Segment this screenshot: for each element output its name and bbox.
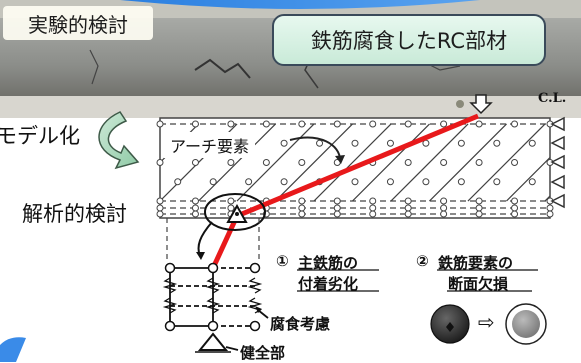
detail-model [170,268,255,326]
healthy-part-label: 健全部 [240,342,285,363]
item1-line1: 主鉄筋の [298,252,358,273]
corrosion-considered-label: 腐食考慮 [270,313,330,334]
arch-element-label: アーチ要素 [164,132,255,158]
item2-line1: 鉄筋要素の [438,252,513,273]
analytical-study-label: 解析的検討 [22,198,127,228]
arch-strut-lower [214,216,237,266]
modeling-arrow [99,112,138,168]
transition-arrow-icon: ⇨ [478,310,495,334]
load-arrow [471,95,491,113]
item2-line2: 断面欠損 [448,273,508,294]
modeling-label: モデル化 [0,120,80,150]
item2-number: ② [416,252,429,270]
centerline-label: C.L. [538,91,566,106]
item1-number: ① [276,252,289,270]
item1-line2: 付着劣化 [298,273,358,294]
